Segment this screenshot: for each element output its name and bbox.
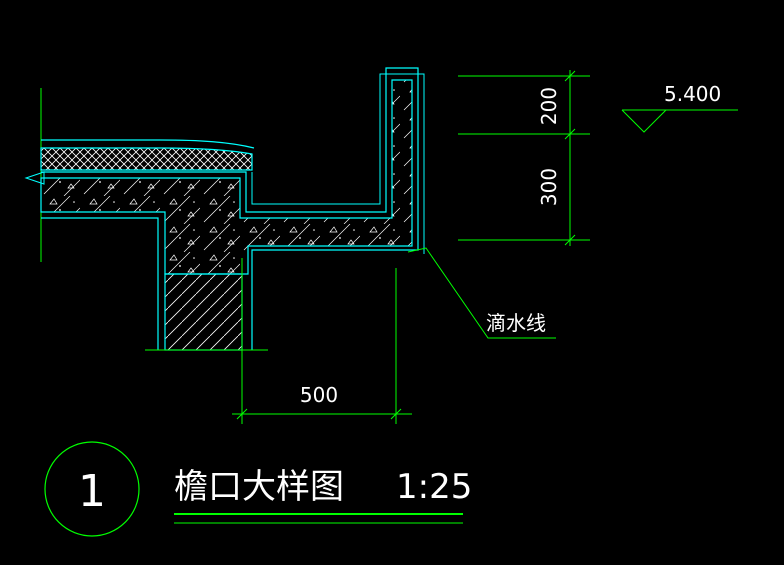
left-level-marker bbox=[24, 171, 45, 185]
elevation-symbol bbox=[621, 109, 738, 133]
insulation-layer bbox=[40, 147, 253, 171]
plaster-outline-inner bbox=[41, 67, 419, 350]
dimension-500-label: 500 bbox=[300, 383, 338, 407]
drip-line-label: 滴水线 bbox=[486, 311, 546, 335]
drip-line-leader bbox=[407, 247, 556, 339]
brick-wall bbox=[164, 273, 243, 351]
detail-number: 1 bbox=[78, 466, 106, 517]
concrete-slab bbox=[40, 79, 413, 275]
elevation-value: 5.400 bbox=[664, 82, 721, 106]
dimension-300-label: 300 bbox=[537, 168, 561, 206]
plaster-outline-outer bbox=[41, 217, 159, 350]
gutter-inner-line bbox=[251, 73, 425, 254]
detail-number-circle bbox=[44, 441, 140, 537]
vertical-dimension bbox=[458, 70, 590, 246]
detail-scale: 1:25 bbox=[396, 467, 472, 507]
roof-surface-line bbox=[41, 139, 255, 149]
horizontal-dimension bbox=[232, 258, 412, 424]
detail-title: 檐口大样图 bbox=[174, 467, 344, 507]
dimension-200-label: 200 bbox=[537, 87, 561, 125]
